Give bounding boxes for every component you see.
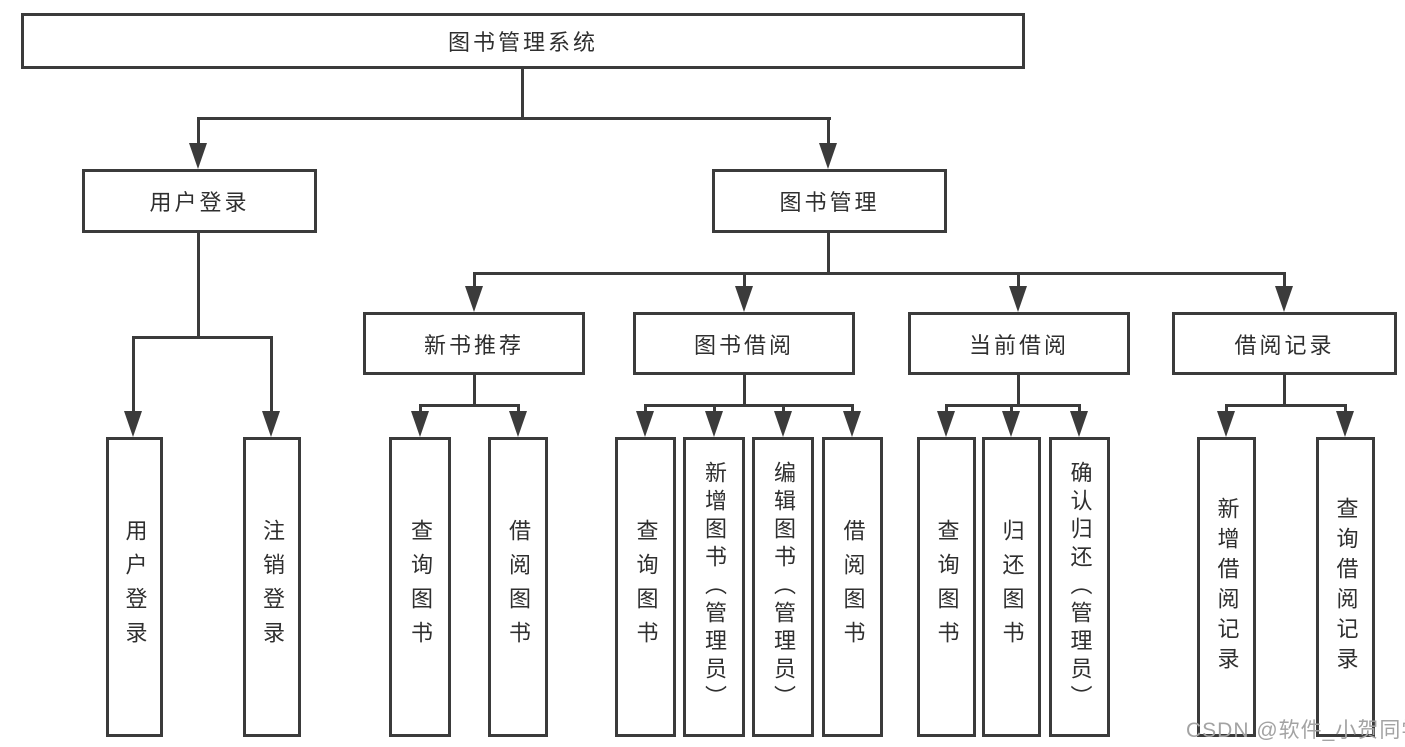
node-current-borrow-label: 当前借阅 [968, 332, 1069, 358]
connector-line [197, 233, 200, 339]
leaf-query-books-1: 查询图书 [389, 437, 451, 737]
leaf-logout-label: 注销登录 [260, 519, 285, 655]
leaf-borrow-books-2-label: 借阅图书 [840, 519, 866, 655]
leaf-user-login-label: 用户登录 [122, 519, 148, 655]
connector-line [1225, 404, 1228, 414]
connector-line [1010, 404, 1013, 414]
node-borrow-records: 借阅记录 [1172, 312, 1397, 375]
leaf-query-borrow-record-label: 查询借阅记录 [1333, 497, 1359, 677]
connector-line [473, 272, 476, 288]
connector-line [644, 404, 853, 407]
arrow-down-icon [189, 143, 207, 169]
connector-line [1344, 404, 1347, 414]
connector-line [1225, 404, 1346, 407]
arrow-down-icon [1217, 411, 1235, 437]
connector-line [851, 404, 854, 414]
connector-line [132, 336, 273, 339]
leaf-query-books-3: 查询图书 [917, 437, 976, 737]
connector-line [743, 375, 746, 407]
connector-line [521, 69, 524, 119]
connector-line [1283, 272, 1286, 288]
arrow-down-icon [1002, 411, 1020, 437]
leaf-query-books-2-label: 查询图书 [633, 519, 659, 655]
arrow-down-icon [705, 411, 723, 437]
leaf-add-borrow-record-label: 新增借阅记录 [1214, 497, 1240, 677]
leaf-add-borrow-record: 新增借阅记录 [1197, 437, 1256, 737]
node-user-login-branch: 用户登录 [82, 169, 317, 233]
csdn-watermark: CSDN @软件_小贺同学 [1186, 719, 1405, 742]
leaf-add-books-admin-label: 新增图书（管理员） [702, 461, 727, 713]
leaf-return-books: 归还图书 [982, 437, 1041, 737]
connector-line [197, 117, 831, 120]
connector-line [270, 336, 273, 415]
arrow-down-icon [1009, 286, 1027, 312]
node-book-borrow-label: 图书借阅 [693, 332, 794, 358]
leaf-query-books-2: 查询图书 [615, 437, 676, 737]
arrow-down-icon [1275, 286, 1293, 312]
arrow-down-icon [636, 411, 654, 437]
node-root-label: 图书管理系统 [447, 30, 598, 55]
connector-line [517, 404, 520, 414]
arrow-down-icon [262, 411, 280, 437]
leaf-return-books-label: 归还图书 [999, 519, 1025, 655]
leaf-borrow-books-1: 借阅图书 [488, 437, 548, 737]
leaf-query-borrow-record: 查询借阅记录 [1316, 437, 1375, 737]
leaf-borrow-books-2: 借阅图书 [822, 437, 883, 737]
node-new-book-recommend: 新书推荐 [363, 312, 585, 375]
connector-line [419, 404, 422, 414]
arrow-down-icon [1336, 411, 1354, 437]
node-new-book-recommend-label: 新书推荐 [423, 332, 524, 358]
connector-line [827, 117, 830, 147]
node-book-borrow: 图书借阅 [633, 312, 855, 375]
connector-line [1078, 404, 1081, 414]
leaf-add-books-admin: 新增图书（管理员） [683, 437, 745, 737]
arrow-down-icon [819, 143, 837, 169]
connector-line [1283, 375, 1286, 407]
connector-line [644, 404, 647, 414]
arrow-down-icon [411, 411, 429, 437]
node-user-login-label: 用户登录 [149, 190, 250, 215]
connector-line [1017, 375, 1020, 407]
leaf-query-books-1-label: 查询图书 [408, 519, 433, 655]
arrow-down-icon [124, 411, 142, 437]
connector-line [782, 404, 785, 414]
arrow-down-icon [465, 286, 483, 312]
arrow-down-icon [937, 411, 955, 437]
node-current-borrow: 当前借阅 [908, 312, 1130, 375]
connector-line [827, 233, 830, 275]
arrow-down-icon [735, 286, 753, 312]
connector-line [197, 117, 200, 147]
node-book-management-branch: 图书管理 [712, 169, 947, 233]
leaf-user-login: 用户登录 [106, 437, 163, 737]
node-borrow-records-label: 借阅记录 [1234, 332, 1335, 358]
arrow-down-icon [843, 411, 861, 437]
arrow-down-icon [774, 411, 792, 437]
arrow-down-icon [1070, 411, 1088, 437]
leaf-borrow-books-1-label: 借阅图书 [506, 519, 531, 655]
leaf-query-books-3-label: 查询图书 [934, 519, 960, 655]
node-book-management-label: 图书管理 [779, 190, 880, 215]
connector-line [713, 404, 716, 414]
leaf-confirm-return-admin: 确认归还（管理员） [1049, 437, 1110, 737]
connector-line [1017, 272, 1020, 288]
leaf-edit-books-admin: 编辑图书（管理员） [752, 437, 814, 737]
connector-line [132, 336, 135, 415]
arrow-down-icon [509, 411, 527, 437]
node-root-system: 图书管理系统 [21, 13, 1025, 69]
connector-line [473, 272, 1286, 275]
leaf-edit-books-admin-label: 编辑图书（管理员） [771, 461, 796, 713]
connector-line [945, 404, 948, 414]
connector-line [743, 272, 746, 288]
leaf-logout: 注销登录 [243, 437, 301, 737]
connector-line [473, 375, 476, 407]
connector-line [419, 404, 520, 407]
leaf-confirm-return-admin-label: 确认归还（管理员） [1067, 461, 1093, 713]
